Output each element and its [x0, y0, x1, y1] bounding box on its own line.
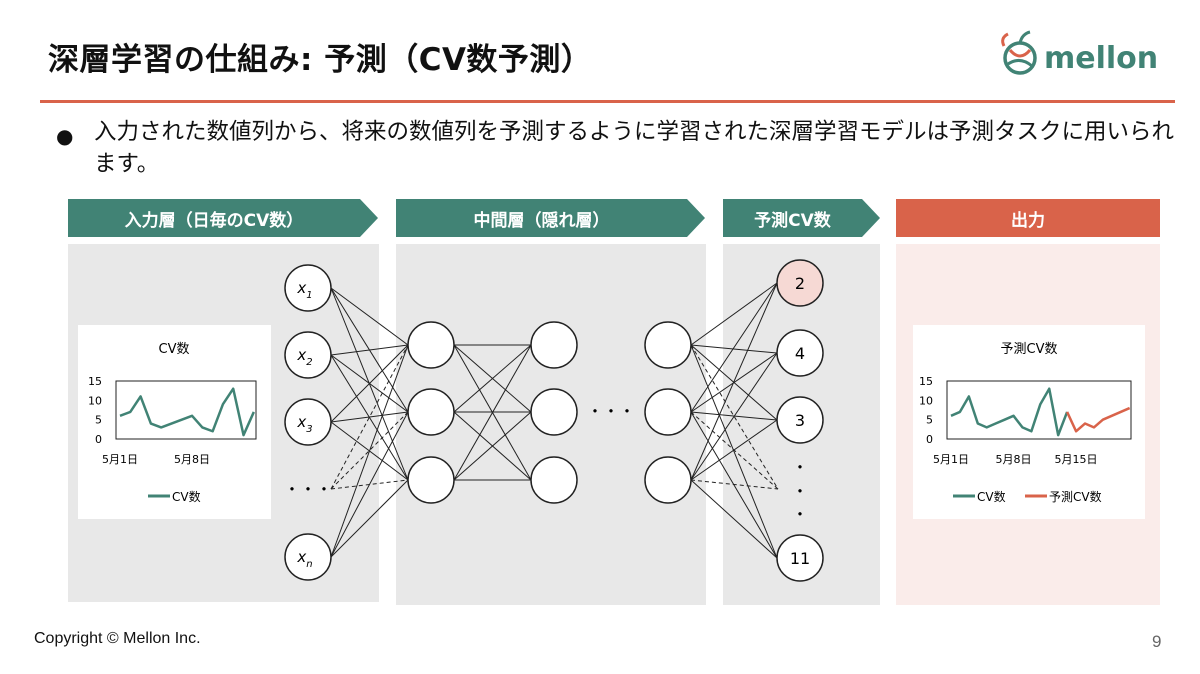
series-line-predicted	[1065, 406, 1131, 433]
header-arrow-hidden	[396, 199, 705, 237]
hidden-node	[530, 321, 578, 369]
hidden-node	[644, 456, 692, 504]
hidden-node	[407, 456, 455, 504]
edge-input-hidden	[330, 344, 409, 356]
hidden-node	[644, 388, 692, 436]
y-tick-label: 0	[926, 433, 933, 446]
y-tick-label: 10	[919, 394, 933, 407]
input-ellipsis: ・・・	[284, 480, 332, 499]
x-tick-label: 5月1日	[102, 453, 138, 466]
edge-hidden-output	[690, 282, 778, 413]
prediction-ellipsis: ・・・	[792, 458, 808, 524]
copyright-footer: Copyright © Mellon Inc.	[34, 630, 201, 647]
prediction-node-value: 2	[795, 274, 805, 293]
x-tick-label: 5月8日	[996, 453, 1032, 466]
edge-hidden-output	[690, 352, 778, 481]
hidden-node	[530, 388, 578, 436]
series-line-cv	[950, 387, 1069, 437]
hidden-node	[407, 321, 455, 369]
edge-hidden-output	[690, 282, 778, 346]
legend-label-cv: CV数	[977, 489, 1006, 504]
y-tick-label: 10	[88, 394, 102, 407]
input-chart-title: CV数	[159, 342, 190, 357]
edge-ellipsis-hidden	[330, 479, 409, 490]
network-connections	[330, 282, 779, 559]
y-tick-label: 5	[926, 414, 933, 427]
edge-hidden-ellipsis	[690, 479, 779, 490]
input-node	[284, 533, 332, 581]
input-node	[284, 264, 332, 312]
hidden-node	[644, 321, 692, 369]
section-label-input: 入力層（日毎のCV数）	[124, 210, 304, 231]
edge-hidden-hidden	[453, 344, 532, 413]
prediction-node-value: 11	[790, 549, 810, 568]
edge-input-hidden	[330, 479, 409, 558]
plot-frame	[946, 380, 1132, 440]
edge-hidden-output	[690, 411, 778, 559]
y-tick-label: 5	[95, 414, 102, 427]
bullet-dot: ●	[56, 124, 74, 148]
edge-input-hidden	[330, 411, 409, 423]
prediction-node	[776, 259, 824, 307]
x-tick-label: 5月1日	[933, 453, 969, 466]
header-box-output	[896, 199, 1160, 237]
section-label-prediction: 予測CV数	[754, 210, 831, 231]
plot-frame	[115, 380, 257, 440]
y-tick-label: 15	[919, 375, 933, 388]
logo-wordmark: mellon	[1044, 41, 1158, 76]
melon-logo-icon	[1001, 30, 1037, 75]
legend-label-cv: CV数	[172, 489, 201, 504]
prediction-node	[776, 329, 824, 377]
edge-hidden-output	[690, 282, 778, 481]
edge-hidden-output	[690, 479, 778, 559]
bullet-text: 入力された数値列から、将来の数値列を予測するように学習された深層学習モデルは予測…	[94, 119, 1175, 177]
hidden-ellipsis: ・・・	[587, 402, 635, 421]
edge-ellipsis-hidden	[330, 344, 409, 490]
edge-hidden-output	[690, 344, 778, 559]
edge-input-hidden	[330, 287, 409, 346]
x-tick-label: 5月8日	[174, 453, 210, 466]
input-node	[284, 398, 332, 446]
edge-hidden-hidden	[453, 411, 532, 481]
prediction-node-value: 4	[795, 344, 805, 363]
edge-hidden-ellipsis	[690, 344, 779, 490]
section-label-output: 出力	[1011, 210, 1045, 231]
input-node	[284, 331, 332, 379]
edge-hidden-output	[690, 344, 778, 354]
edge-input-hidden	[330, 344, 409, 423]
prediction-node	[776, 396, 824, 444]
edge-hidden-hidden	[453, 344, 532, 481]
mellon-logo: mellon	[1001, 30, 1158, 76]
page-number: 9	[1152, 632, 1162, 651]
header-arrow-input	[68, 199, 378, 237]
section-label-hidden: 中間層（隠れ層）	[473, 210, 610, 231]
prediction-node-value: 3	[795, 411, 805, 430]
y-tick-label: 15	[88, 375, 102, 388]
edge-hidden-ellipsis	[690, 411, 779, 490]
title-underline	[40, 100, 1175, 103]
x-tick-label: 5月15日	[1055, 453, 1098, 466]
header-arrow-prediction	[723, 199, 880, 237]
legend-label-predicted: 予測CV数	[1049, 489, 1102, 504]
output-chart-title: 予測CV数	[1001, 342, 1058, 357]
prediction-node	[776, 534, 824, 582]
y-tick-label: 0	[95, 433, 102, 446]
edge-input-hidden	[330, 344, 409, 558]
hidden-node	[407, 388, 455, 436]
hidden-node	[530, 456, 578, 504]
slide-title: 深層学習の仕組み: 予測（CV数予測）	[48, 42, 593, 78]
series-line-cv	[119, 387, 255, 437]
